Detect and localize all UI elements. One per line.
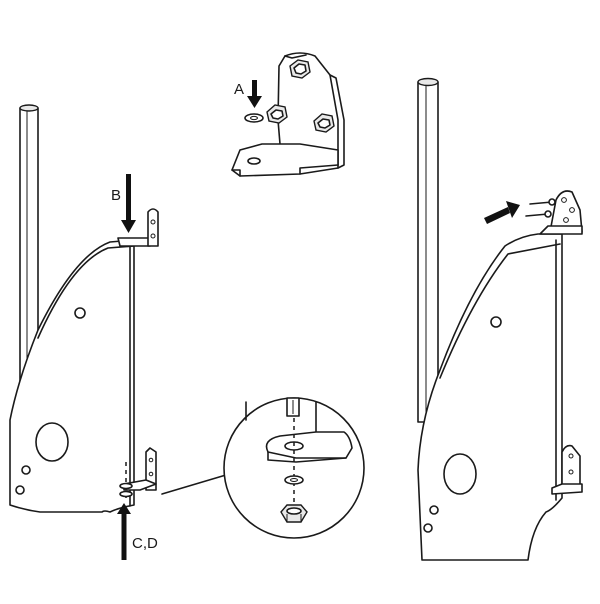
left-assembly: B C,D [9,104,159,560]
bolt-hex-right [313,113,335,133]
right-panel-large-hole [443,453,477,495]
arrow-cd [117,503,131,560]
screws [525,198,556,218]
right-top-bracket [549,190,583,233]
magnified-detail [161,397,365,539]
label-b: B [111,187,121,204]
arrow-b [121,174,136,233]
label-cd: C,D [132,535,158,552]
washer [244,113,264,123]
arrow-bolts [484,201,520,224]
bolt-hex-left [266,104,288,124]
arrow-a [247,80,262,108]
bolt-hex-top [289,59,311,79]
magnified-washer [284,475,304,485]
right-post [417,81,439,423]
right-assembly [417,77,583,561]
magnified-nut [280,504,308,523]
left-panel-large-hole [35,422,69,462]
top-bracket-detail: A [231,52,345,177]
label-a: A [234,81,244,98]
right-side-panel [417,233,563,561]
